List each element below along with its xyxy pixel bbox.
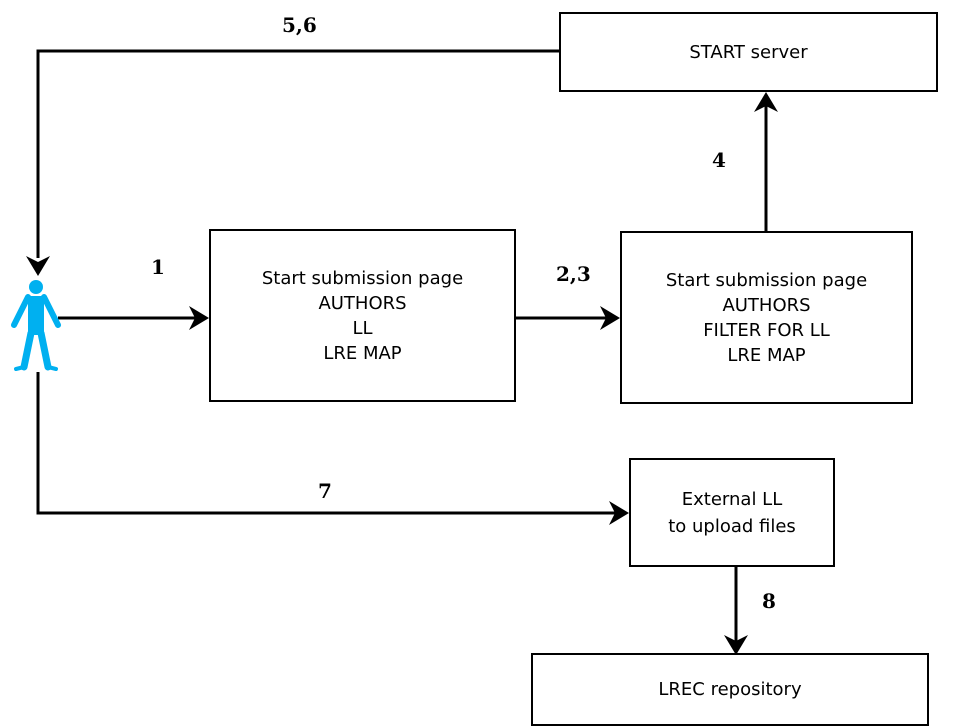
lrec-repository-label: LREC repository	[658, 679, 802, 700]
submission-page-2-filter: FILTER FOR LL	[703, 319, 830, 341]
submission-page-2-authors: AUTHORS	[722, 294, 811, 316]
start-server-label: START server	[689, 41, 808, 63]
submission-page-box-1: Start submission page AUTHORS LL LRE MAP	[209, 229, 516, 402]
submission-page-1-authors: AUTHORS	[318, 292, 407, 314]
submission-page-1-title: Start submission page	[261, 267, 464, 289]
submission-page-1-lre-map: LRE MAP	[323, 342, 402, 364]
user-figure-icon	[11, 280, 61, 371]
arrowhead-right-page2	[600, 306, 620, 330]
arrowhead-down-repository	[724, 635, 748, 655]
step-label-2-3: 2,3	[556, 262, 591, 286]
lrec-repository-box: LREC repository	[531, 653, 929, 726]
start-server-box: START server	[559, 12, 938, 92]
external-ll-title: External LL	[681, 488, 783, 510]
arrowhead-up-server	[754, 92, 778, 112]
step-label-7: 7	[318, 479, 332, 503]
external-ll-subtitle: to upload files	[668, 515, 796, 537]
step-label-8: 8	[762, 589, 776, 613]
arrowhead-right-page1	[189, 306, 209, 330]
step-label-4: 4	[712, 148, 726, 172]
edge-user-to-external	[36, 372, 615, 515]
edge-server-to-user	[36, 49, 559, 258]
arrowhead-down-user	[26, 256, 50, 276]
external-ll-box: External LL to upload files	[629, 458, 835, 567]
submission-page-1-ll: LL	[352, 317, 373, 339]
submission-page-2-title: Start submission page	[665, 269, 868, 291]
step-label-1: 1	[151, 255, 165, 279]
submission-page-2-lre-map: LRE MAP	[727, 344, 806, 366]
step-label-5-6: 5,6	[282, 13, 317, 37]
arrowhead-right-external	[609, 501, 629, 525]
submission-page-box-2: Start submission page AUTHORS FILTER FOR…	[620, 231, 913, 404]
